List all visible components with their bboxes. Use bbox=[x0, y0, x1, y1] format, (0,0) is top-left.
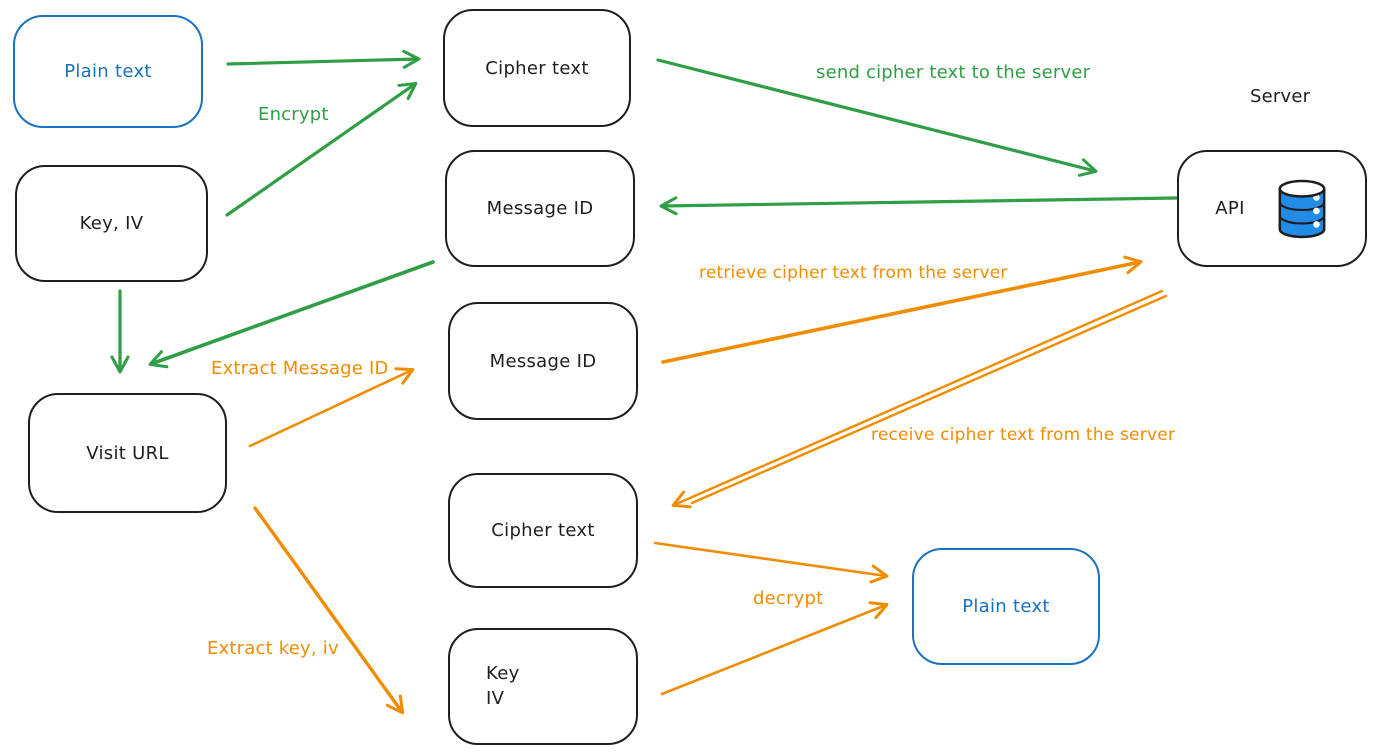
node-message-id-1: Message ID bbox=[445, 150, 635, 267]
node-label: Key, IV bbox=[79, 213, 144, 234]
node-label-line2: IV bbox=[486, 687, 505, 709]
decrypt-label: decrypt bbox=[753, 588, 824, 609]
receive-cipher-label: receive cipher text from the server bbox=[871, 425, 1176, 445]
node-label-line1: Key bbox=[486, 663, 520, 685]
arrow-extract-message-id bbox=[248, 367, 415, 448]
retrieve-cipher-label: retrieve cipher text from the server bbox=[699, 263, 1008, 283]
node-key-iv-source: Key, IV bbox=[15, 165, 208, 282]
arrow-message-id-to-visit-url bbox=[148, 260, 435, 369]
arrow-decrypt-cipher-to-plain bbox=[653, 541, 889, 584]
node-label: Cipher text bbox=[491, 520, 595, 541]
arrow-receive-cipher-from-server-stroke2 bbox=[690, 294, 1168, 505]
arrow-send-cipher-to-server bbox=[656, 58, 1098, 177]
encrypt-label: Encrypt bbox=[258, 104, 329, 125]
extract-message-id-label: Extract Message ID bbox=[211, 358, 389, 379]
database-icon bbox=[1278, 179, 1326, 238]
arrow-retrieve-cipher-from-server bbox=[661, 255, 1143, 364]
node-key-iv-2: Key IV bbox=[448, 628, 638, 745]
node-label: Message ID bbox=[489, 350, 597, 372]
node-label-group: Key IV bbox=[486, 662, 520, 711]
node-cipher-text-top: Cipher text bbox=[443, 9, 631, 127]
arrow-extract-key-iv bbox=[253, 506, 405, 715]
node-plain-text-source: Plain text bbox=[13, 15, 203, 128]
node-api-server: API bbox=[1177, 150, 1367, 267]
node-label: Plain text bbox=[64, 61, 152, 82]
node-label: Plain text bbox=[962, 596, 1050, 617]
server-label: Server bbox=[1250, 86, 1311, 107]
arrow-encrypt-key-to-cipher bbox=[225, 81, 418, 217]
arrow-decrypt-key-to-plain bbox=[660, 601, 889, 696]
arrow-receive-cipher-from-server bbox=[671, 289, 1164, 509]
arrow-encrypt-plain-to-cipher bbox=[226, 49, 421, 69]
node-visit-url: Visit URL bbox=[28, 393, 227, 513]
node-label: API bbox=[1215, 198, 1245, 219]
node-label: Visit URL bbox=[86, 442, 169, 464]
node-label: Message ID bbox=[486, 198, 594, 219]
arrow-server-to-message-id bbox=[659, 196, 1178, 216]
node-plain-text-result: Plain text bbox=[912, 548, 1100, 665]
node-message-id-2: Message ID bbox=[448, 302, 638, 420]
node-cipher-text-2: Cipher text bbox=[448, 473, 638, 588]
send-cipher-label: send cipher text to the server bbox=[816, 62, 1091, 83]
extract-key-iv-label: Extract key, iv bbox=[207, 638, 339, 659]
node-label: Cipher text bbox=[485, 57, 589, 79]
